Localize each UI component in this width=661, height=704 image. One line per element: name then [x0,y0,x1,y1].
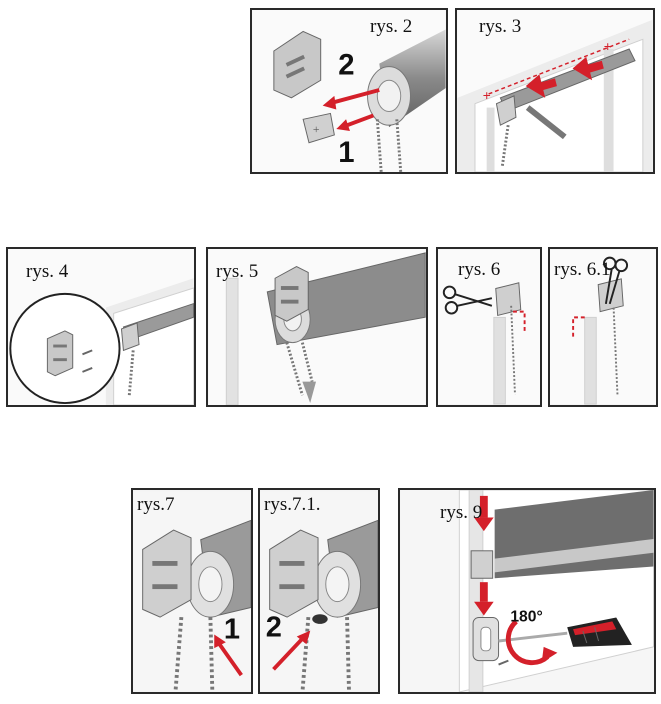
chain-cutting-illustration [550,249,656,405]
figure-rys-4: rys. 4 [6,247,196,407]
figure-caption: rys.7.1. [264,494,321,515]
bracket-icon [472,616,500,662]
screwdriver-icon [525,105,567,140]
rotation-arrow-icon [505,619,550,666]
figure-caption: rys. 3 [479,16,522,37]
removal-illustration: 180° [400,490,654,692]
bracket-icon [274,266,309,322]
screw-icon [82,349,93,373]
scissors-icon [442,285,493,315]
bead-chain-icon [285,342,314,396]
figure-rys-7: 1 rys.7 [131,488,253,694]
down-arrows [474,495,494,616]
figure-rys-2: + 2 1 rys. 2 [250,8,448,174]
end-plug [302,112,335,144]
bracket-icon [495,95,517,126]
mounting-illustration: + + [457,10,653,172]
chain-cutting-illustration [438,250,540,405]
figure-rys-5: rys. 5 [206,247,428,407]
rotation-angle: 180° [510,608,542,625]
figure-rys-6-1: rys. 6.1 [548,247,658,407]
bead-chain-icon [300,616,351,691]
roller-installed-illustration [208,249,426,405]
figure-caption: rys. 4 [26,261,69,282]
figure-caption: rys. 9 [440,502,483,523]
figure-caption: rys. 6 [458,259,501,280]
figure-caption: rys. 5 [216,261,259,282]
svg-text:+: + [313,123,320,136]
bead-chain-icon [375,119,403,172]
step-number-1: 1 [338,137,354,169]
figure-rys-6: rys. 6 [436,247,542,407]
arrow-step-2 [322,88,380,110]
figure-caption: rys. 6.1 [554,259,611,280]
figure-rys-9: 180° rys. 9 [398,488,656,694]
step-number-1: 1 [224,613,240,645]
step-number-2: 2 [338,49,354,81]
figure-caption: rys.7 [137,494,175,515]
arrow-step-2 [272,630,311,671]
figure-rys-7-1: 2 rys.7.1. [258,488,380,694]
scissors-icon [603,256,629,305]
screw-bracket-illustration [8,249,194,405]
svg-text:+: + [604,39,612,54]
bracket-icon [597,278,624,313]
bracket-icon [142,529,192,618]
bracket-icon [273,30,322,99]
chain-insert-illustration: 1 [133,491,251,691]
bracket-icon [495,282,522,317]
svg-text:+: + [483,88,491,103]
figure-rys-3: + + rys. 3 [455,8,655,174]
push-arrows [525,56,604,98]
bead-chain-icon [500,124,510,167]
figure-caption: rys. 2 [370,16,413,37]
chain-insert-illustration: 2 [260,491,378,691]
bracket-icon [46,330,74,377]
step-number-2: 2 [266,611,282,643]
bead-chain-icon [173,616,215,691]
bracket-icon [269,529,319,618]
arrow-step-1 [214,634,243,677]
arrow-step-1 [336,113,375,132]
bracket-assembly-illustration: + 2 1 [252,10,446,172]
